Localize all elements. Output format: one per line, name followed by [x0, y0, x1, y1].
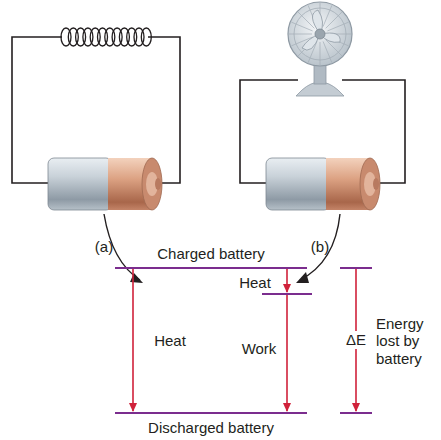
level-label: Discharged battery — [148, 419, 274, 436]
panel-label: (b) — [311, 238, 329, 255]
battery — [48, 158, 162, 210]
energy-note: Energy lost by battery — [376, 315, 438, 367]
energy-label: Work — [242, 340, 277, 357]
energy-label: Heat — [239, 274, 271, 291]
panel-label: (a) — [95, 238, 113, 255]
delta-label: ΔE — [344, 331, 368, 348]
heating-coil — [61, 28, 151, 46]
pointer-arrow — [300, 214, 340, 280]
fan — [288, 2, 352, 96]
arrowhead — [130, 273, 143, 283]
energy-label: Heat — [154, 332, 186, 349]
battery — [266, 158, 380, 210]
energy-level — [115, 268, 372, 413]
level-label: Charged battery — [157, 245, 265, 262]
arrowhead — [296, 272, 309, 283]
energy-arrow — [133, 269, 356, 411]
